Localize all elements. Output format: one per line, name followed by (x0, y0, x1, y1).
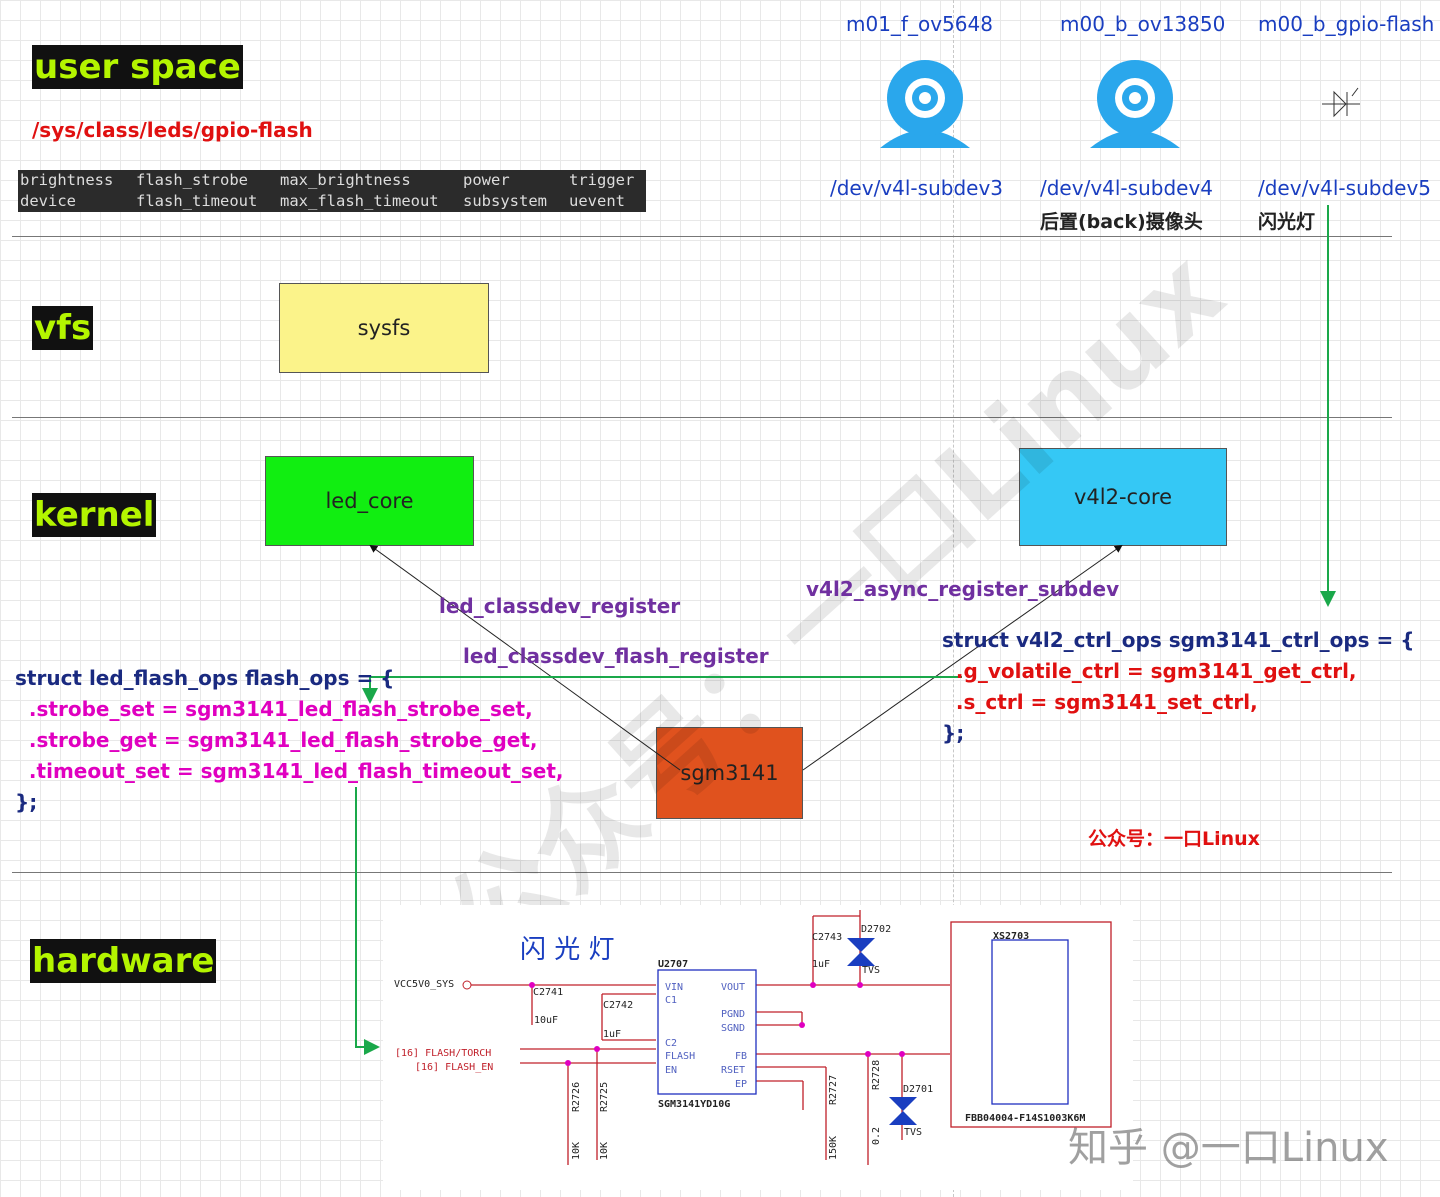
file-entry: power (463, 171, 510, 189)
guide-line (953, 0, 954, 1197)
sysfs-box: sysfs (279, 283, 489, 373)
svg-text:FB: FB (735, 1051, 747, 1062)
device-node: /dev/v4l-subdev5 (1258, 176, 1431, 200)
flash-diode-icon (1322, 87, 1360, 118)
file-entry: subsystem (463, 192, 547, 210)
svg-text:PGND: PGND (721, 1009, 745, 1020)
code-line: struct v4l2_ctrl_ops sgm3141_ctrl_ops = … (942, 628, 1415, 652)
flash-schematic: 闪 光 灯 VCC5V0_SYS U2707 SGM3141YD10G VIN C… (383, 905, 1133, 1190)
code-line: .s_ctrl = sgm3141_set_ctrl, (942, 690, 1258, 714)
file-entry: flash_strobe (136, 171, 248, 189)
call-v4l2-async-register-subdev: v4l2_async_register_subdev (806, 577, 1120, 601)
svg-text:C2742: C2742 (603, 1000, 633, 1011)
layer-vfs: vfs (32, 306, 94, 350)
svg-text:VIN: VIN (665, 982, 683, 993)
svg-text:150K: 150K (828, 1136, 839, 1160)
call-led-classdev-register: led_classdev_register (439, 594, 681, 618)
device-name: m00_b_gpio-flash (1258, 12, 1435, 36)
layer-divider (12, 236, 1392, 237)
svg-text:FLASH: FLASH (665, 1051, 695, 1062)
svg-text:TVS: TVS (904, 1127, 922, 1138)
credit-label: 公众号：一口Linux (1088, 828, 1260, 850)
layer-user-space: user space (32, 45, 243, 89)
device-node: /dev/v4l-subdev4 (1040, 176, 1213, 200)
device-desc: 后置(back)摄像头 (1040, 211, 1203, 233)
svg-text:0.2: 0.2 (871, 1127, 882, 1145)
led-core-box: led_core (265, 456, 474, 546)
svg-text:10K: 10K (599, 1142, 610, 1160)
svg-text:1uF: 1uF (812, 959, 830, 970)
svg-text:C2743: C2743 (812, 932, 842, 943)
svg-text:1uF: 1uF (603, 1029, 621, 1040)
webcam-icon (880, 60, 970, 148)
svg-text:SGM3141YD10G: SGM3141YD10G (658, 1099, 730, 1110)
file-entry: flash_timeout (136, 192, 258, 210)
v4l2-core-box: v4l2-core (1019, 448, 1227, 546)
green-arrow-to-hardware (355, 787, 380, 1055)
layer-kernel: kernel (32, 493, 157, 537)
code-line: .timeout_set = sgm3141_led_flash_timeout… (15, 759, 564, 783)
svg-text:TVS: TVS (862, 965, 880, 976)
call-led-classdev-flash-register: led_classdev_flash_register (463, 644, 769, 668)
zhihu-watermark: 知乎 @一口Linux (1068, 1125, 1389, 1171)
svg-text:SGND: SGND (721, 1023, 745, 1034)
arrow-to-v4l2-core (802, 544, 1123, 771)
svg-text:C1: C1 (665, 995, 677, 1006)
code-line: .strobe_get = sgm3141_led_flash_strobe_g… (15, 728, 538, 752)
device-name: m01_f_ov5648 (846, 12, 993, 36)
svg-text:10K: 10K (571, 1142, 582, 1160)
sgm3141-box: sgm3141 (656, 727, 803, 819)
svg-text:R2728: R2728 (871, 1060, 882, 1090)
sysfs-path: /sys/class/leds/gpio-flash (32, 118, 313, 142)
file-entry: max_brightness (280, 171, 411, 189)
svg-text:EN: EN (665, 1065, 677, 1076)
svg-text:闪 光 灯: 闪 光 灯 (520, 935, 615, 965)
svg-text:RSET: RSET (721, 1065, 745, 1076)
layer-divider (12, 417, 1392, 418)
layer-divider (12, 872, 1392, 873)
svg-text:[16] FLASH/TORCH: [16] FLASH/TORCH (395, 1048, 491, 1059)
file-entry: uevent (569, 192, 625, 210)
layer-hardware: hardware (30, 939, 217, 983)
device-name: m00_b_ov13850 (1060, 12, 1226, 36)
file-entry: max_flash_timeout (280, 192, 439, 210)
green-arrow-ctrl-to-led (362, 676, 962, 704)
file-entry: trigger (569, 171, 635, 189)
code-line: .g_volatile_ctrl = sgm3141_get_ctrl, (942, 659, 1357, 683)
code-line: .strobe_set = sgm3141_led_flash_strobe_s… (15, 697, 533, 721)
device-node: /dev/v4l-subdev3 (830, 176, 1003, 200)
svg-text:R2725: R2725 (599, 1082, 610, 1112)
file-entry: device (20, 192, 76, 210)
svg-text:XS2703: XS2703 (993, 931, 1029, 942)
svg-text:VCC5V0_SYS: VCC5V0_SYS (394, 979, 454, 990)
code-line: }; (942, 721, 965, 745)
code-line: struct led_flash_ops flash_ops = { (15, 666, 395, 690)
arrow-to-led-core (369, 544, 681, 771)
terminal-listing: brightness flash_strobe max_brightness p… (18, 170, 646, 212)
svg-text:VOUT: VOUT (721, 982, 745, 993)
webcam-icon (1090, 60, 1180, 148)
svg-text:D2702: D2702 (861, 924, 891, 935)
svg-text:EP: EP (735, 1079, 747, 1090)
code-line: }; (15, 790, 38, 814)
svg-text:D2701: D2701 (903, 1084, 933, 1095)
svg-text:R2726: R2726 (571, 1082, 582, 1112)
file-entry: brightness (20, 171, 114, 189)
svg-text:10uF: 10uF (534, 1015, 558, 1026)
svg-text:FBB04004-F14S1003K6M: FBB04004-F14S1003K6M (965, 1113, 1085, 1124)
svg-text:R2727: R2727 (828, 1075, 839, 1105)
device-desc: 闪光灯 (1258, 211, 1316, 233)
svg-text:[16] FLASH_EN: [16] FLASH_EN (415, 1062, 493, 1073)
svg-text:C2741: C2741 (533, 987, 563, 998)
svg-text:U2707: U2707 (658, 959, 688, 970)
svg-text:C2: C2 (665, 1038, 677, 1049)
